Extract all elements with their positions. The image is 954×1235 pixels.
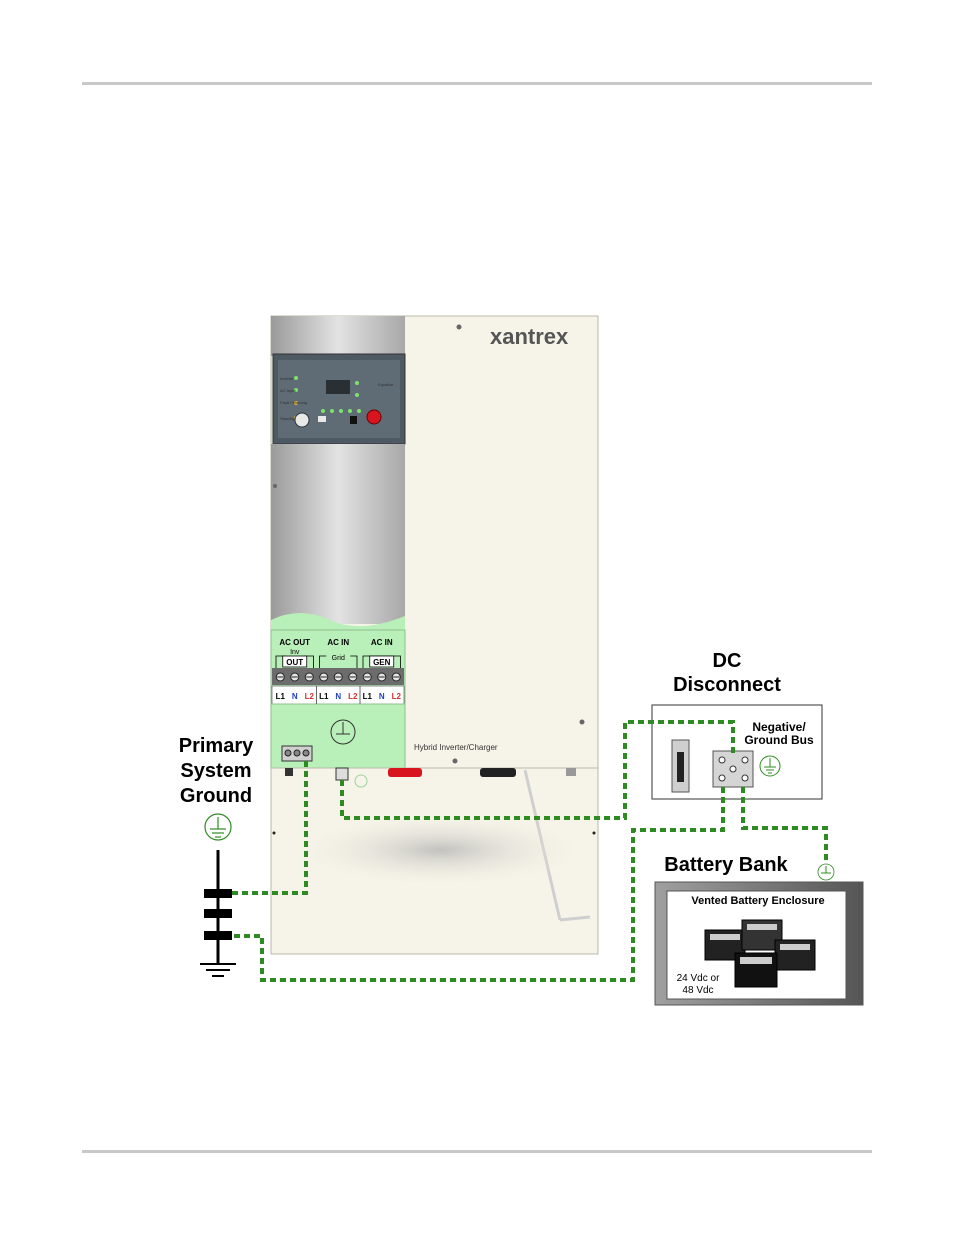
bus-screw (742, 757, 748, 763)
terminal-group-sub-2: Grid (332, 655, 345, 662)
battery-voltage-line1: 24 Vdc or (677, 973, 720, 984)
dc-negative-terminal (480, 768, 516, 777)
negative-bus-label-line1: Negative/ (752, 720, 806, 734)
inverter-unit: Inverter AC Input Fault / Warning Equali… (271, 316, 598, 954)
battery-bank: Battery Bank Vented Battery Enclosure 24… (655, 854, 863, 1005)
disconnect-breaker-handle (677, 752, 684, 782)
ground-lug-screw (285, 750, 291, 756)
ground-clamp-2 (204, 909, 232, 918)
terminal-label-4: L1 (319, 692, 329, 701)
terminal-group-header-3: AC IN (371, 638, 393, 647)
terminal-label-2: N (292, 692, 298, 701)
ground-clamp-1 (204, 889, 232, 898)
battery-voltage-line2: 48 Vdc (682, 985, 713, 996)
cabinet-screw (580, 720, 585, 725)
negative-bus-label-line2: Ground Bus (744, 733, 814, 747)
enclosure-label: Vented Battery Enclosure (691, 895, 824, 907)
ground-lug-screw (303, 750, 309, 756)
cabinet-screw (453, 759, 458, 764)
cabinet-screw (273, 832, 276, 835)
bus-screw (742, 775, 748, 781)
terminal-label-5: N (335, 692, 341, 701)
primary-ground-label-line3: Ground (180, 785, 252, 807)
dc-disconnect-label-line2: Disconnect (673, 674, 781, 696)
battery-ground-icon (818, 864, 834, 880)
panel-button-left (318, 416, 326, 422)
panel-label-fault: Fault / Warning (280, 400, 307, 405)
bottom-tab-left (285, 768, 293, 776)
terminal-group-header-1: AC OUT (279, 638, 310, 647)
dc-disconnect: DC Disconnect Negative/ Ground Bus (652, 650, 822, 799)
terminal-label-3: L2 (305, 692, 315, 701)
power-button (367, 410, 381, 424)
primary-system-ground: Primary System Ground (179, 735, 254, 976)
bottom-tab-right (566, 768, 576, 776)
terminal-label-1: L1 (276, 692, 286, 701)
panel-display (326, 380, 350, 394)
bus-screw (719, 775, 725, 781)
panel-label-ac-input: AC Input (280, 388, 296, 393)
panel-button-right (350, 416, 357, 424)
terminal-group-box-label-1: OUT (286, 658, 303, 667)
cabinet-screw (457, 325, 462, 330)
inverter-top-cover (271, 316, 405, 356)
primary-ground-label-line2: System (180, 760, 251, 782)
cabinet-screw (273, 484, 277, 488)
panel-label-equalize: Equalize (378, 382, 394, 387)
terminal-label-7: L1 (363, 692, 373, 701)
dc-disconnect-label-line1: DC (713, 650, 742, 672)
battery-bank-label: Battery Bank (664, 854, 788, 876)
terminal-label-9: L2 (392, 692, 402, 701)
chassis-ground-lug (336, 768, 348, 780)
terminal-label-8: N (379, 692, 385, 701)
ground-clamp-3 (204, 931, 232, 940)
panel-label-standby: Standby (280, 416, 295, 421)
terminal-group-sub-1: Inv (290, 649, 300, 656)
terminal-screws (276, 673, 400, 681)
brand-logo: xantrex (490, 324, 569, 349)
inverter-side-cover (271, 444, 405, 624)
terminal-group-box-label-3: GEN (373, 658, 391, 667)
primary-ground-label-line1: Primary (179, 735, 254, 757)
front-panel-face (278, 360, 400, 438)
cabinet-screw (593, 832, 596, 835)
ground-symbol-icon (205, 814, 231, 840)
bus-screw (730, 766, 736, 772)
earth-ground-icon (200, 964, 236, 976)
ground-lug-screw (294, 750, 300, 756)
bus-screw (719, 757, 725, 763)
dc-positive-terminal (388, 768, 422, 777)
model-label: Hybrid Inverter/Charger (414, 743, 498, 752)
terminal-group-header-2: AC IN (327, 638, 349, 647)
cabinet-shadow (290, 812, 590, 888)
panel-knob (295, 413, 309, 427)
terminal-label-6: L2 (348, 692, 358, 701)
panel-label-inverter: Inverter (280, 376, 294, 381)
